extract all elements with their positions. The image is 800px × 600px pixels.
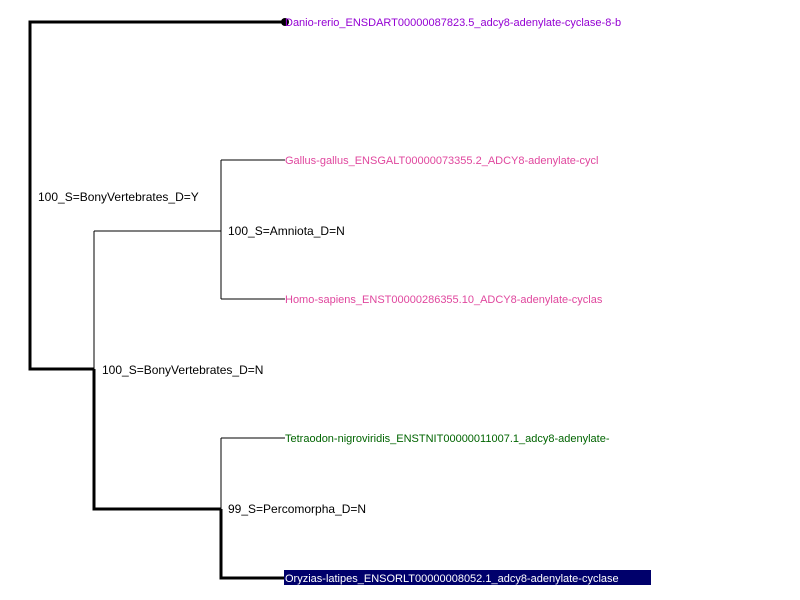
leaf-label-gallus-gallus[interactable]: Gallus-gallus_ENSGALT00000073355.2_ADCY8…	[285, 155, 598, 167]
bony2-node-label: 100_S=BonyVertebrates_D=N	[102, 363, 263, 377]
internal-node-labels: 100_S=BonyVertebrates_D=Y 100_S=BonyVert…	[38, 190, 366, 516]
tree-branches	[28, 20, 285, 580]
selected-leaf-highlight	[284, 570, 651, 585]
leaf-label-homo-sapiens[interactable]: Homo-sapiens_ENST00000286355.10_ADCY8-ad…	[285, 294, 603, 306]
leaf-label-tetraodon-nigroviridis[interactable]: Tetraodon-nigroviridis_ENSTNIT0000001100…	[285, 433, 610, 445]
root-node-label: 100_S=BonyVertebrates_D=Y	[38, 190, 199, 204]
percomorpha-node-label: 99_S=Percomorpha_D=N	[228, 502, 366, 516]
leaf-label-oryzias-latipes[interactable]: Oryzias-latipes_ENSORLT00000008052.1_adc…	[285, 573, 619, 585]
amniota-node-label: 100_S=Amniota_D=N	[228, 224, 345, 238]
leaf-labels[interactable]: Danio-rerio_ENSDART00000087823.5_adcy8-a…	[285, 17, 621, 585]
leaf-label-danio-rerio[interactable]: Danio-rerio_ENSDART00000087823.5_adcy8-a…	[285, 17, 621, 29]
danio-leaf-node-dot[interactable]	[281, 18, 289, 26]
